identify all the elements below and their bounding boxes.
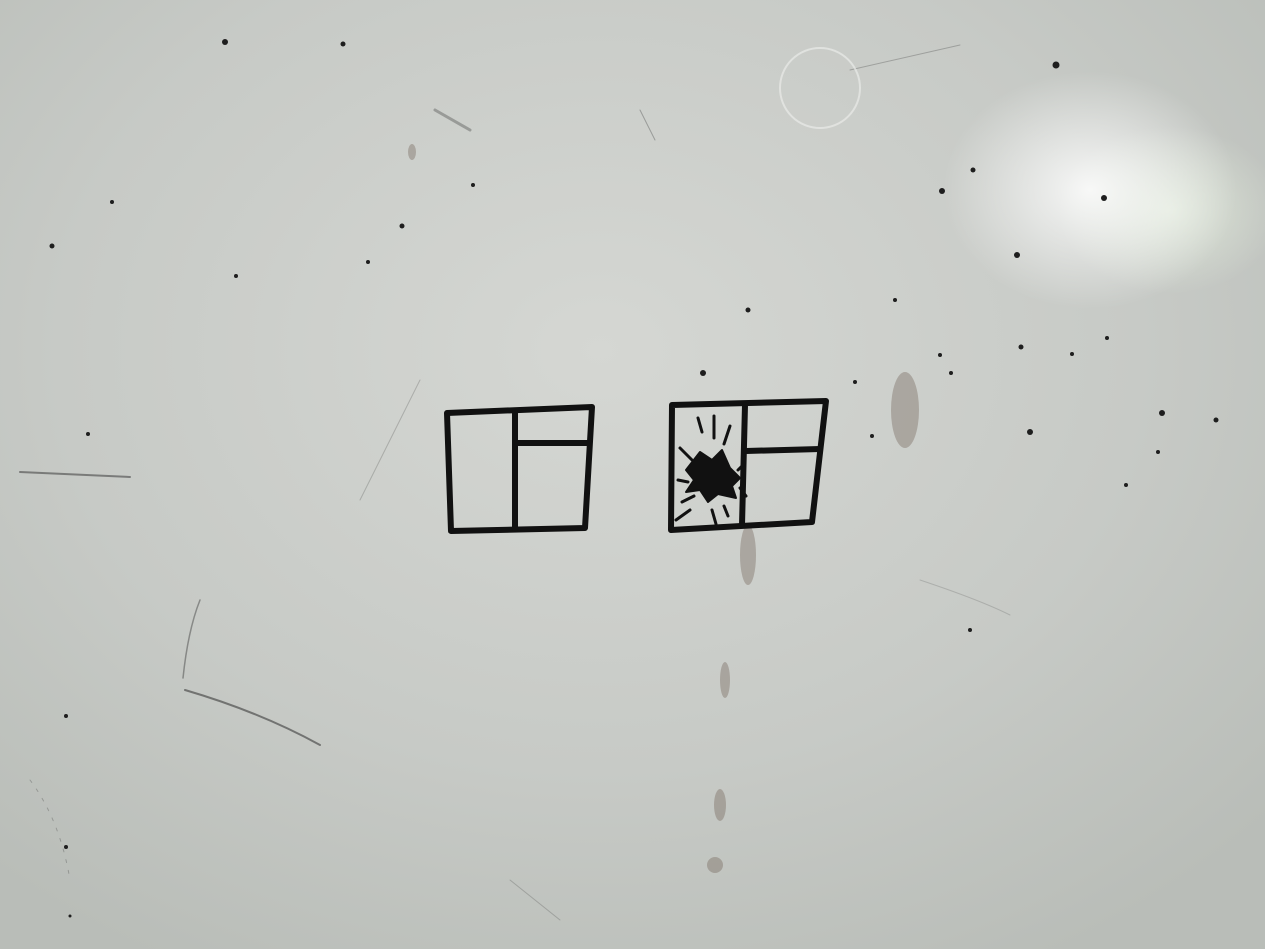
- board-smudges: [408, 144, 919, 873]
- crack-lines: [674, 414, 748, 526]
- board-scratches: [19, 44, 1011, 921]
- window-sketch-plain: [444, 404, 595, 534]
- impact-blot: [685, 449, 741, 503]
- broken-glass-mark: [674, 414, 748, 526]
- magnet-holes: [49, 39, 1219, 918]
- board-circle-ghost: [779, 47, 861, 129]
